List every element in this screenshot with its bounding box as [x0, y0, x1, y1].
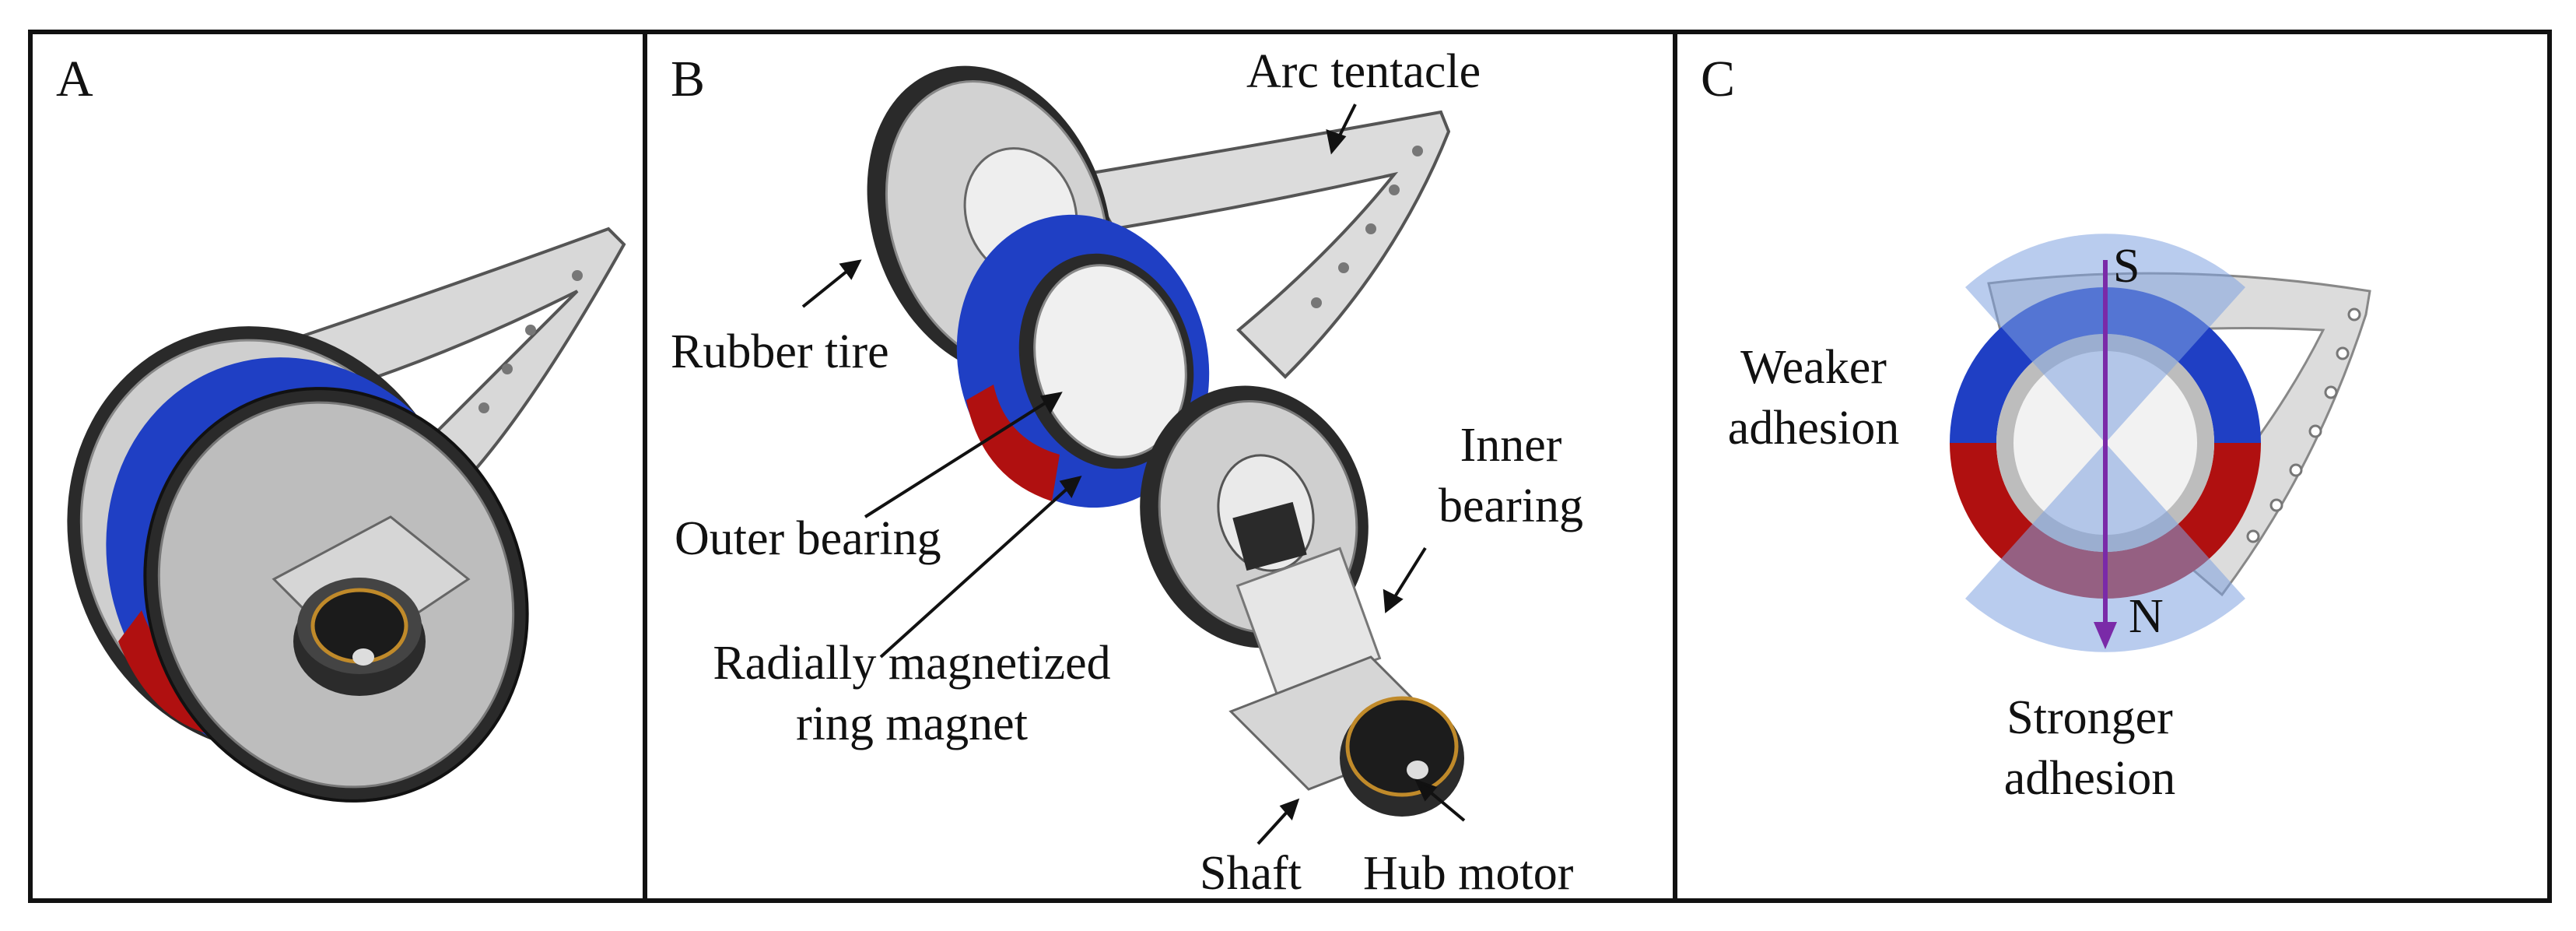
- panel-b: B: [643, 30, 1677, 903]
- panel-a-letter: A: [56, 51, 93, 107]
- exploded-view-illustration: [801, 65, 1466, 845]
- label-weaker-line2: adhesion: [1727, 401, 1900, 455]
- label-outer-bearing: Outer bearing: [675, 512, 941, 565]
- label-stronger-line2: adhesion: [2003, 751, 2176, 805]
- panel-c-letter: C: [1701, 51, 1736, 107]
- label-ring-magnet-line1: Radially magnetized: [713, 637, 1111, 690]
- adhesion-diagram: [1950, 234, 2371, 652]
- label-arc-tentacle: Arc tentacle: [1246, 45, 1481, 98]
- label-ring-magnet: Radially magnetized ring magnet: [671, 634, 1153, 754]
- panel-b-letter: B: [671, 51, 706, 107]
- label-stronger-adhesion: Stronger adhesion: [1973, 688, 2206, 809]
- label-inner-bearing-line1: Inner: [1460, 419, 1562, 472]
- panel-a: A: [28, 30, 647, 903]
- label-weaker-adhesion: Weaker adhesion: [1701, 338, 1926, 458]
- label-hub-motor: Hub motor: [1363, 847, 1574, 900]
- label-ring-magnet-line2: ring magnet: [796, 697, 1028, 750]
- label-shaft: Shaft: [1200, 847, 1302, 900]
- label-inner-bearing-line2: bearing: [1439, 479, 1583, 532]
- arc-tentacle-shape: [1080, 110, 1451, 379]
- label-rubber-tire: Rubber tire: [671, 325, 889, 378]
- label-weaker-line1: Weaker: [1740, 341, 1887, 394]
- label-pole-s: S: [2113, 240, 2140, 293]
- label-stronger-line1: Stronger: [2006, 691, 2173, 744]
- label-pole-n: N: [2129, 590, 2164, 643]
- shaft-block: [1232, 501, 1307, 571]
- panel-c: C S N Weaker adhesion Stronger: [1673, 30, 2552, 903]
- assembled-wheel-illustration: [67, 227, 626, 803]
- label-inner-bearing: Inner bearing: [1410, 416, 1612, 536]
